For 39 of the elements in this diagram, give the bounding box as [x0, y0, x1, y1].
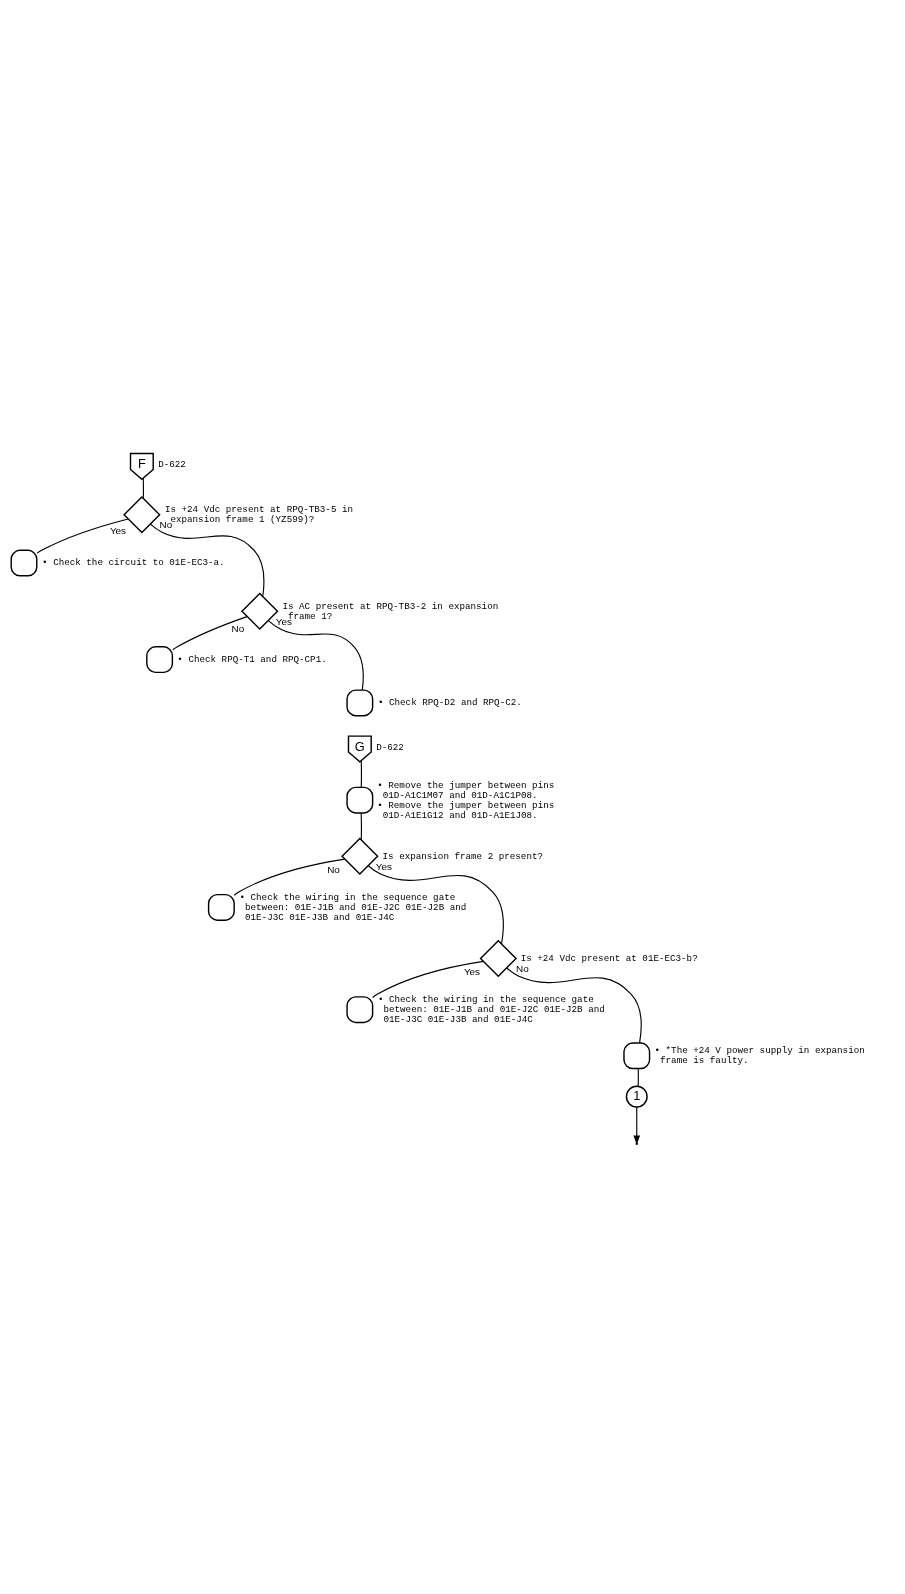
node-box [346, 786, 374, 814]
node-box [346, 688, 374, 716]
node-label: • Remove the jumper between pins 01D-A1E1G12 and 01D-A1E1J08. [377, 799, 555, 821]
node-label: • *The +24 V power supply in expansion frame is faulty. [654, 1044, 865, 1066]
node-label: • Check the wiring in the sequence gate between: 01E-J1B and 01E-J2C 01E-J2B and 01E-J3C 01E-J3B and 01E-J4C [377, 993, 605, 1025]
edge-label: No [327, 863, 340, 875]
node-box [623, 1041, 651, 1069]
connector [149, 523, 265, 597]
connector [360, 811, 362, 840]
edge-label: No [515, 962, 529, 974]
edge-label: Yes [109, 523, 127, 535]
arrow [633, 1106, 641, 1145]
node-label: D-622 [158, 458, 186, 470]
node-label: Is expansion frame 2 present? [382, 850, 543, 862]
connector [372, 960, 484, 998]
node-label: • Check the circuit to 01E-EC3-a. [42, 556, 225, 568]
node-label: D-622 [376, 741, 404, 753]
node-label: • Check RPQ-D2 and RPQ-C2. [377, 696, 522, 708]
node-box [146, 645, 174, 673]
connector [360, 759, 362, 788]
node-label: • Check the wiring in the sequence gate between: 01E-J1B and 01E-J2C 01E-J2B and 01E-J3C 01E-J3B and 01E-J4C [239, 891, 467, 923]
node-box [346, 995, 374, 1023]
node-circle: 1 [625, 1085, 648, 1108]
connector [506, 966, 642, 1043]
connector [233, 858, 346, 896]
node-label: Is +24 Vdc present at 01E-EC3-b? [520, 952, 698, 964]
node-box [10, 549, 38, 576]
node-label: • Check RPQ-T1 and RPQ-CP1. [177, 653, 327, 665]
connector [267, 619, 364, 691]
node-box [207, 893, 235, 921]
edge-label: Yes [375, 860, 392, 872]
connector [367, 864, 504, 945]
node-diamond [479, 939, 518, 977]
connector [172, 615, 248, 650]
connector [36, 517, 129, 554]
connector [142, 477, 144, 499]
edge-label: Yes [463, 965, 481, 977]
node-label: • Remove the jumper between pins 01D-A1C1M07 and 01D-A1C1P08. [377, 779, 555, 801]
edge-label: No [231, 622, 245, 634]
